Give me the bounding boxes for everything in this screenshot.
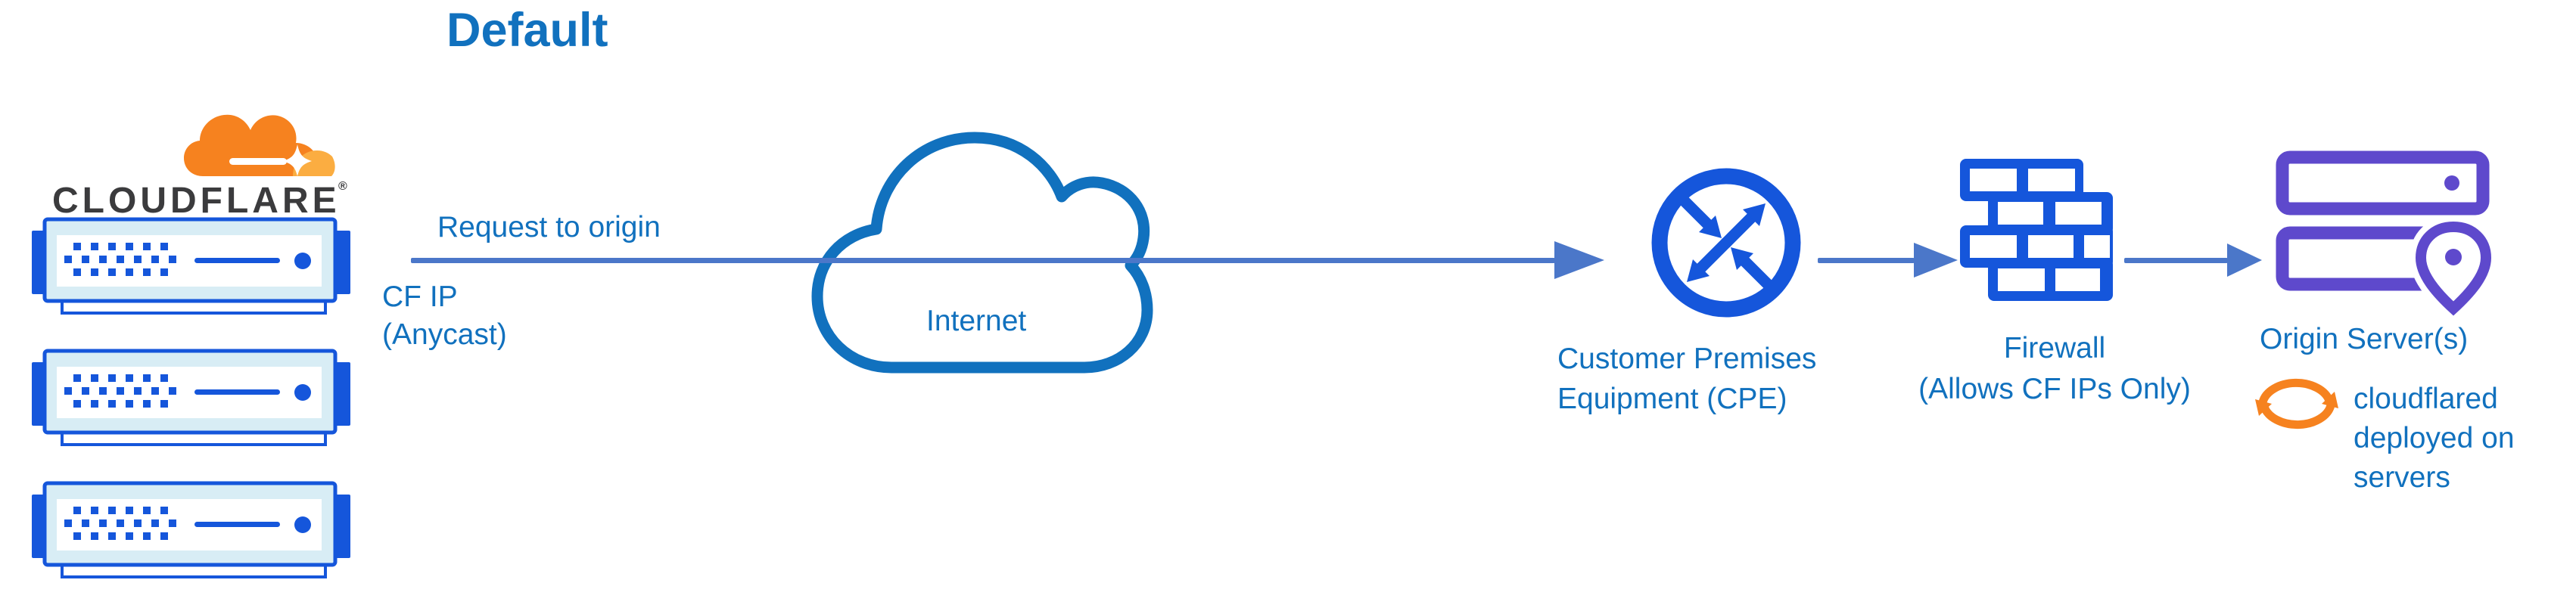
cloudflare-flare-star	[283, 144, 312, 176]
cloudflare-logo-icon: CLOUDFLARE ®	[52, 114, 347, 218]
flow-line-firewall-origin	[2124, 258, 2228, 263]
arrowhead-to-firewall	[1914, 243, 1960, 278]
flow-line-cpe-firewall	[1818, 258, 1915, 263]
cloudflare-server-icon	[32, 349, 350, 446]
cf-ip-anycast-label: CF IP (Anycast)	[382, 281, 507, 351]
location-pin-icon	[2409, 215, 2497, 324]
cloudflare-server-icon	[32, 481, 350, 578]
cloudflare-flare-line	[229, 158, 287, 165]
arrowhead-to-origin	[2227, 243, 2264, 277]
flow-line-request	[411, 258, 1555, 263]
cloudflared-note: cloudflared deployed on servers	[2354, 383, 2515, 494]
server-dot-matrix	[64, 507, 176, 540]
cloudflare-server-icon	[32, 217, 350, 315]
internet-cloud-icon	[811, 132, 1153, 374]
cloudflare-registered-mark: ®	[338, 180, 347, 193]
server-dot-matrix	[64, 374, 176, 408]
request-to-origin-label: Request to origin	[437, 211, 661, 243]
cloudflare-wordmark: CLOUDFLARE	[52, 181, 341, 218]
brick-wall	[1960, 159, 2113, 301]
arrowhead-to-cpe	[1554, 241, 1607, 279]
server-dot-matrix	[64, 243, 176, 276]
firewall-label: Firewall (Allows CF IPs Only)	[1918, 332, 2191, 405]
internet-label: Internet	[926, 305, 1027, 337]
router-arrows	[1677, 194, 1775, 292]
page-title: Default	[446, 4, 608, 57]
origin-server-icon	[2276, 150, 2497, 324]
cpe-router-icon	[1651, 168, 1801, 318]
sync-arrows-icon	[2255, 378, 2338, 429]
firewall-icon	[1960, 159, 2113, 301]
cpe-label: Customer Premises Equipment (CPE)	[1557, 343, 1817, 415]
origin-server-label: Origin Server(s)	[2260, 323, 2469, 355]
